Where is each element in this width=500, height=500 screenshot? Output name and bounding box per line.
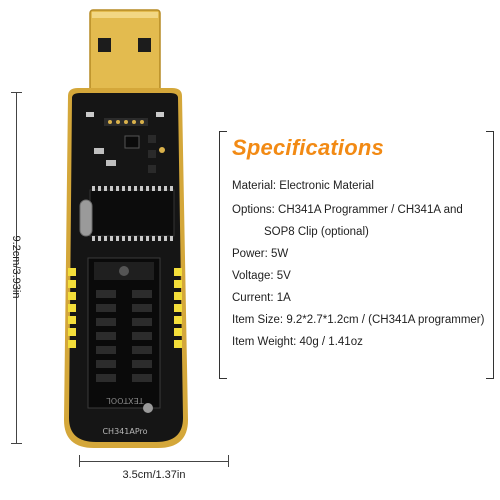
- spec-options-continued: SOP8 Clip (optional): [264, 226, 369, 238]
- ch341a-programmer-image: TEXTOOL CH341APro: [64, 9, 188, 448]
- board-label: CH341APro: [102, 427, 147, 436]
- usb-slot-right: [138, 38, 151, 52]
- width-dimension-label: 3.5cm/1.37in: [122, 469, 186, 481]
- width-dimension-line: [79, 461, 229, 462]
- width-dimension-right-tick: [228, 455, 229, 467]
- spec-current: Current: 1A: [232, 292, 291, 304]
- right-header-pins: [174, 268, 182, 348]
- spec-material: Material: Electronic Material: [232, 180, 374, 192]
- crystal-oscillator: [79, 199, 93, 237]
- spec-power: Power: 5W: [232, 248, 289, 260]
- specifications-title: Specifications: [232, 135, 384, 160]
- spec-item-size: Item Size: 9.2*2.7*1.2cm / (CH341A progr…: [232, 314, 485, 326]
- height-dimension-top-tick: [11, 92, 22, 93]
- width-dimension-left-tick: [79, 455, 80, 467]
- usb-slot-left: [98, 38, 111, 52]
- spec-item-weight: Item Weight: 40g / 1.41oz: [232, 336, 363, 348]
- socket-lever-knob: [143, 403, 153, 413]
- spec-voltage: Voltage: 5V: [232, 270, 291, 282]
- height-dimension-label: 9.2cm/3.93in: [10, 235, 22, 299]
- specifications-frame: [219, 131, 494, 379]
- socket-label: TEXTOOL: [106, 396, 145, 405]
- left-header-pins: [68, 268, 76, 348]
- height-dimension-bottom-tick: [11, 443, 22, 444]
- spec-options: Options: CH341A Programmer / CH341A and: [232, 204, 463, 216]
- height-dimension-line: [16, 92, 17, 444]
- ch341a-chip: [89, 189, 175, 237]
